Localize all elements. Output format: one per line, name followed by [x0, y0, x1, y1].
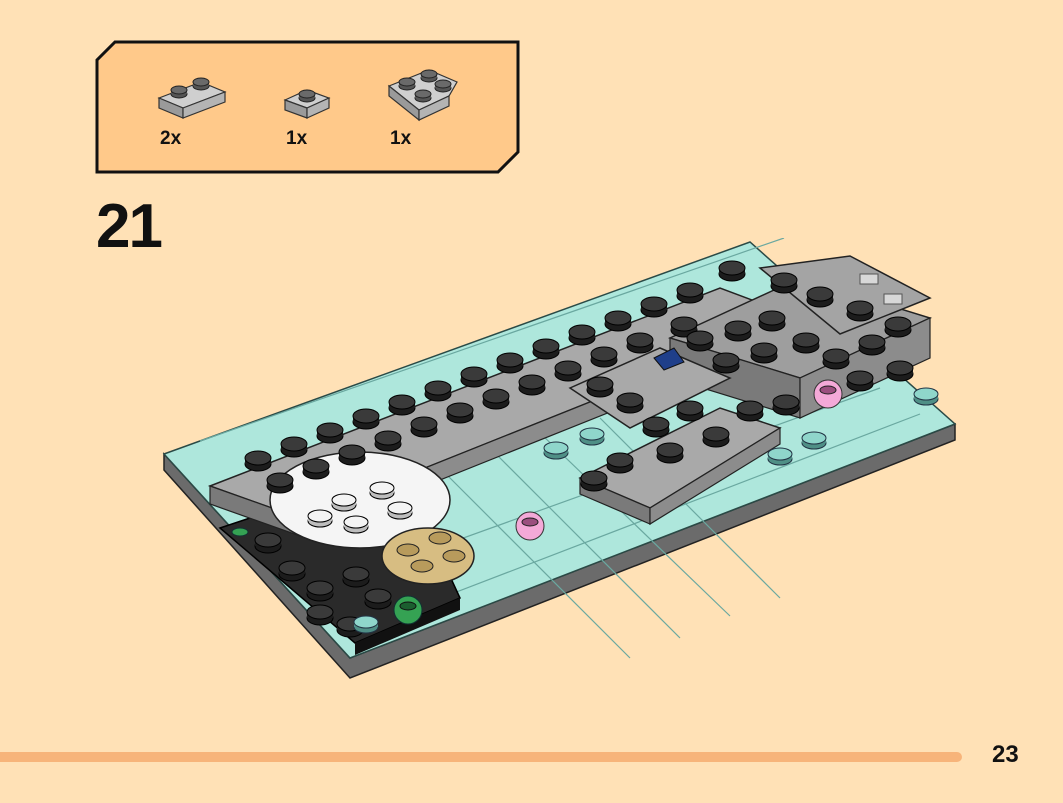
part-quantity: 1x [390, 128, 412, 149]
page-number: 23 [992, 741, 1019, 768]
part-quantity: 2x [160, 128, 182, 149]
model-illustration [162, 238, 957, 679]
parts-callout: 2x 1x 1x [93, 40, 523, 174]
progress-bar [0, 752, 962, 762]
plate-1x2-light-gray-icon [157, 77, 227, 119]
part-quantity: 1x [286, 128, 308, 149]
step-number: 21 [96, 192, 163, 261]
plate-1x1-light-gray-icon [283, 89, 331, 119]
wedge-plate-2x2-light-gray-icon [387, 69, 458, 122]
